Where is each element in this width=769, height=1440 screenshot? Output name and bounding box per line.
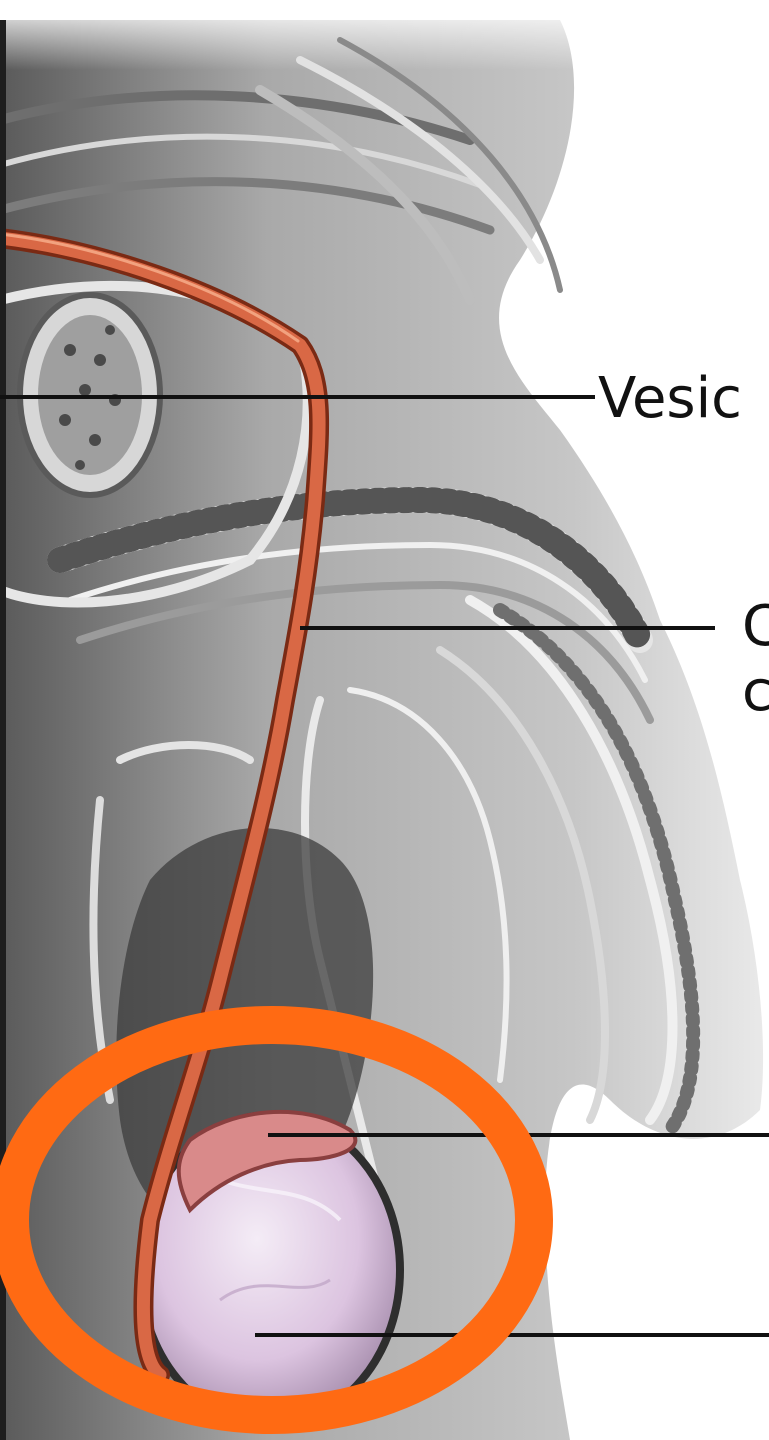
label-c-lower: c (742, 659, 769, 724)
label-vesic: Vesic (598, 366, 742, 431)
label-c-upper: C (742, 594, 769, 659)
